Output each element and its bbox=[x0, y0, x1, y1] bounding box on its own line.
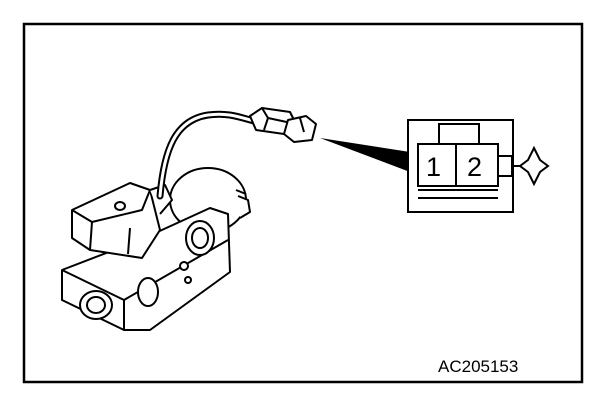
harness-plug bbox=[249, 107, 317, 143]
connector-terminal-symbol bbox=[518, 145, 550, 187]
callout-pointer bbox=[320, 138, 410, 172]
connector-side-key bbox=[497, 155, 513, 177]
solenoid-head bbox=[71, 182, 161, 259]
figure-border bbox=[22, 22, 584, 384]
reference-code: AC205153 bbox=[438, 357, 519, 376]
pin-label-2: 2 bbox=[467, 152, 482, 182]
pin-label-1: 1 bbox=[426, 152, 441, 182]
connector-face-detail bbox=[407, 119, 550, 213]
connector-latch bbox=[438, 123, 480, 145]
valve-port-small bbox=[137, 277, 159, 307]
expansion-valve-assembly bbox=[61, 167, 251, 331]
